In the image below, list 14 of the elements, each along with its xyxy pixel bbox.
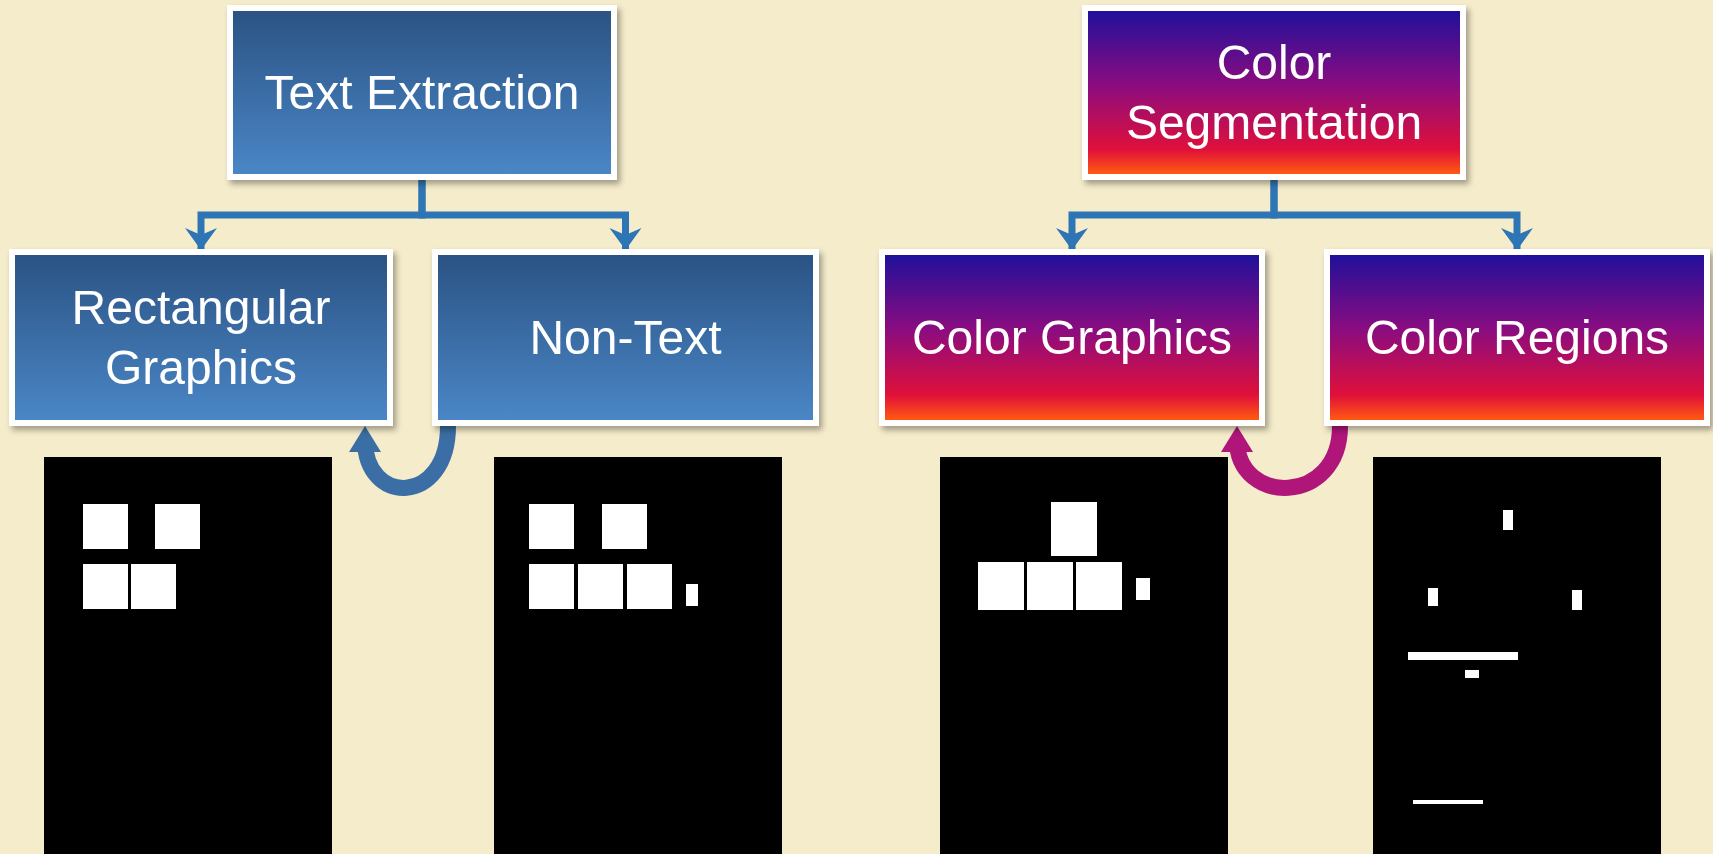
- box-label: Non-Text: [529, 309, 722, 366]
- process-box: [227, 5, 617, 180]
- box-label: Rectangular Graphics: [70, 279, 332, 396]
- arrow: [418, 180, 642, 250]
- process-box: [9, 249, 393, 426]
- process-box: [879, 249, 1265, 426]
- box-label: Text Extraction: [264, 64, 580, 121]
- process-box: [1324, 249, 1710, 426]
- process-box: [1082, 5, 1466, 180]
- arrow: [1270, 180, 1533, 250]
- box-label: Color Regions: [1364, 309, 1670, 366]
- process-box: [432, 249, 819, 426]
- box-label: Color Graphics: [911, 309, 1233, 366]
- box-label: Color Segmentation: [1124, 34, 1424, 151]
